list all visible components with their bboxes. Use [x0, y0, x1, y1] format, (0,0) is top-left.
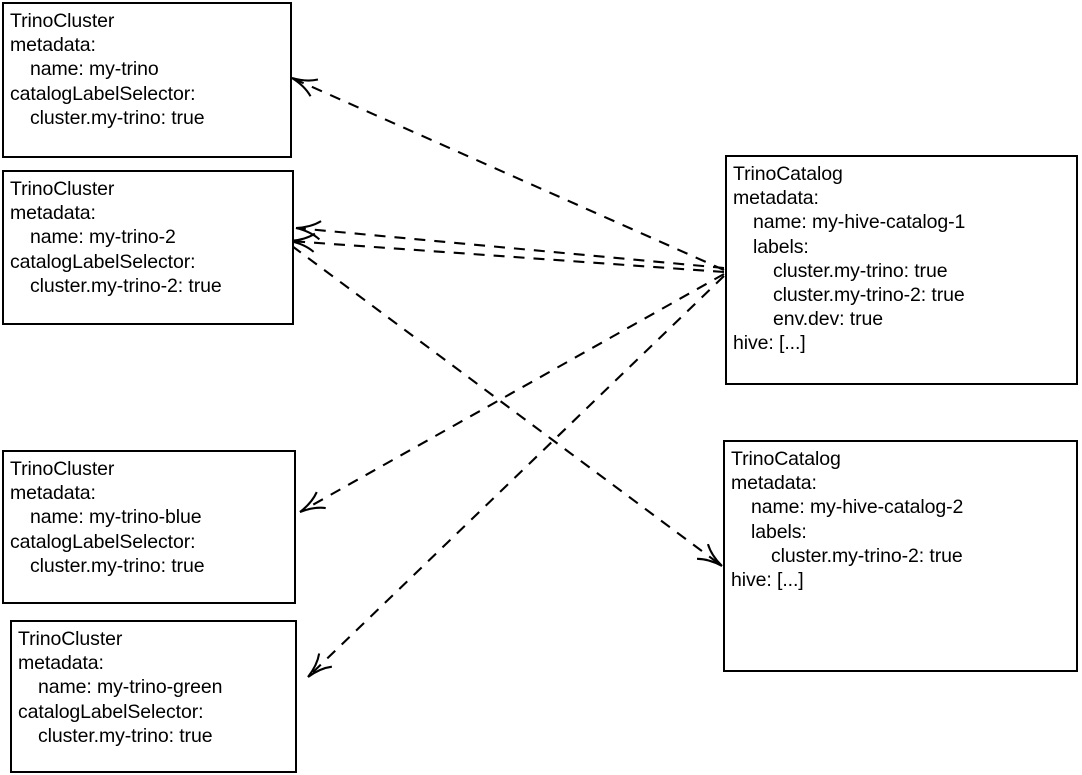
- node-field-line: hive: [...]: [733, 332, 806, 355]
- node-field-line: catalogLabelSelector:: [10, 250, 196, 273]
- arrow-head-barb: [291, 76, 319, 82]
- node-kind-label: TrinoCluster: [10, 458, 115, 480]
- node-kind-label: TrinoCatalog: [733, 163, 843, 185]
- node-field-line: name: my-trino-blue: [30, 506, 202, 529]
- node-field-line: catalogLabelSelector:: [18, 700, 204, 723]
- edge-catalog1-to-cluster-my-trino-2-a: [295, 220, 725, 270]
- node-field-line: cluster.my-trino-2: true: [30, 274, 222, 297]
- node-field-line: labels:: [753, 235, 809, 258]
- node-kind-label: TrinoCluster: [18, 628, 123, 650]
- node-field-line: metadata:: [10, 202, 96, 225]
- node-field-line: hive: [...]: [731, 569, 804, 592]
- node-field-line: metadata:: [10, 34, 96, 57]
- arrow-head-barb: [295, 220, 322, 230]
- node-field-line: labels:: [751, 520, 807, 543]
- node-field-line: name: my-hive-catalog-1: [753, 211, 966, 234]
- edge-cluster-my-trino-2-to-catalog2: [291, 245, 723, 567]
- edge-catalog1-to-cluster-my-trino-green: [307, 275, 725, 678]
- node-field-line: name: my-hive-catalog-2: [751, 496, 964, 519]
- node-field-line: cluster.my-trino: true: [30, 554, 205, 577]
- node-field-line: catalogLabelSelector:: [10, 530, 196, 553]
- node-field-line: name: my-trino: [30, 58, 159, 81]
- node-kind-label: TrinoCluster: [10, 10, 115, 32]
- node-field-line: catalogLabelSelector:: [10, 82, 196, 105]
- arrow-head-barb: [696, 557, 723, 567]
- arrow-head-barb: [299, 491, 318, 513]
- node-field-line: name: my-trino-green: [38, 676, 223, 699]
- node-kind-label: TrinoCatalog: [731, 448, 841, 470]
- node-field-line: metadata:: [733, 187, 819, 210]
- node-field-line: cluster.my-trino-2: true: [773, 284, 965, 307]
- node-field-line: cluster.my-trino: true: [30, 106, 205, 129]
- node-field-line: metadata:: [18, 652, 104, 675]
- node-field-line: metadata:: [731, 472, 817, 495]
- edge-catalog1-to-cluster-my-trino-blue: [299, 273, 725, 513]
- node-field-line: cluster.my-trino: true: [38, 724, 213, 747]
- arrow-head-barb: [307, 653, 321, 678]
- node-field-line: cluster.my-trino: true: [773, 259, 948, 282]
- edge-catalog1-to-cluster-my-trino: [291, 76, 725, 271]
- node-field-line: metadata:: [10, 482, 96, 505]
- node-field-line: env.dev: true: [773, 308, 883, 331]
- node-field-line: cluster.my-trino-2: true: [771, 544, 963, 567]
- node-kind-label: TrinoCluster: [10, 178, 115, 200]
- edge-catalog1-to-cluster-my-trino-2-b: [289, 232, 725, 274]
- node-field-line: name: my-trino-2: [30, 226, 176, 249]
